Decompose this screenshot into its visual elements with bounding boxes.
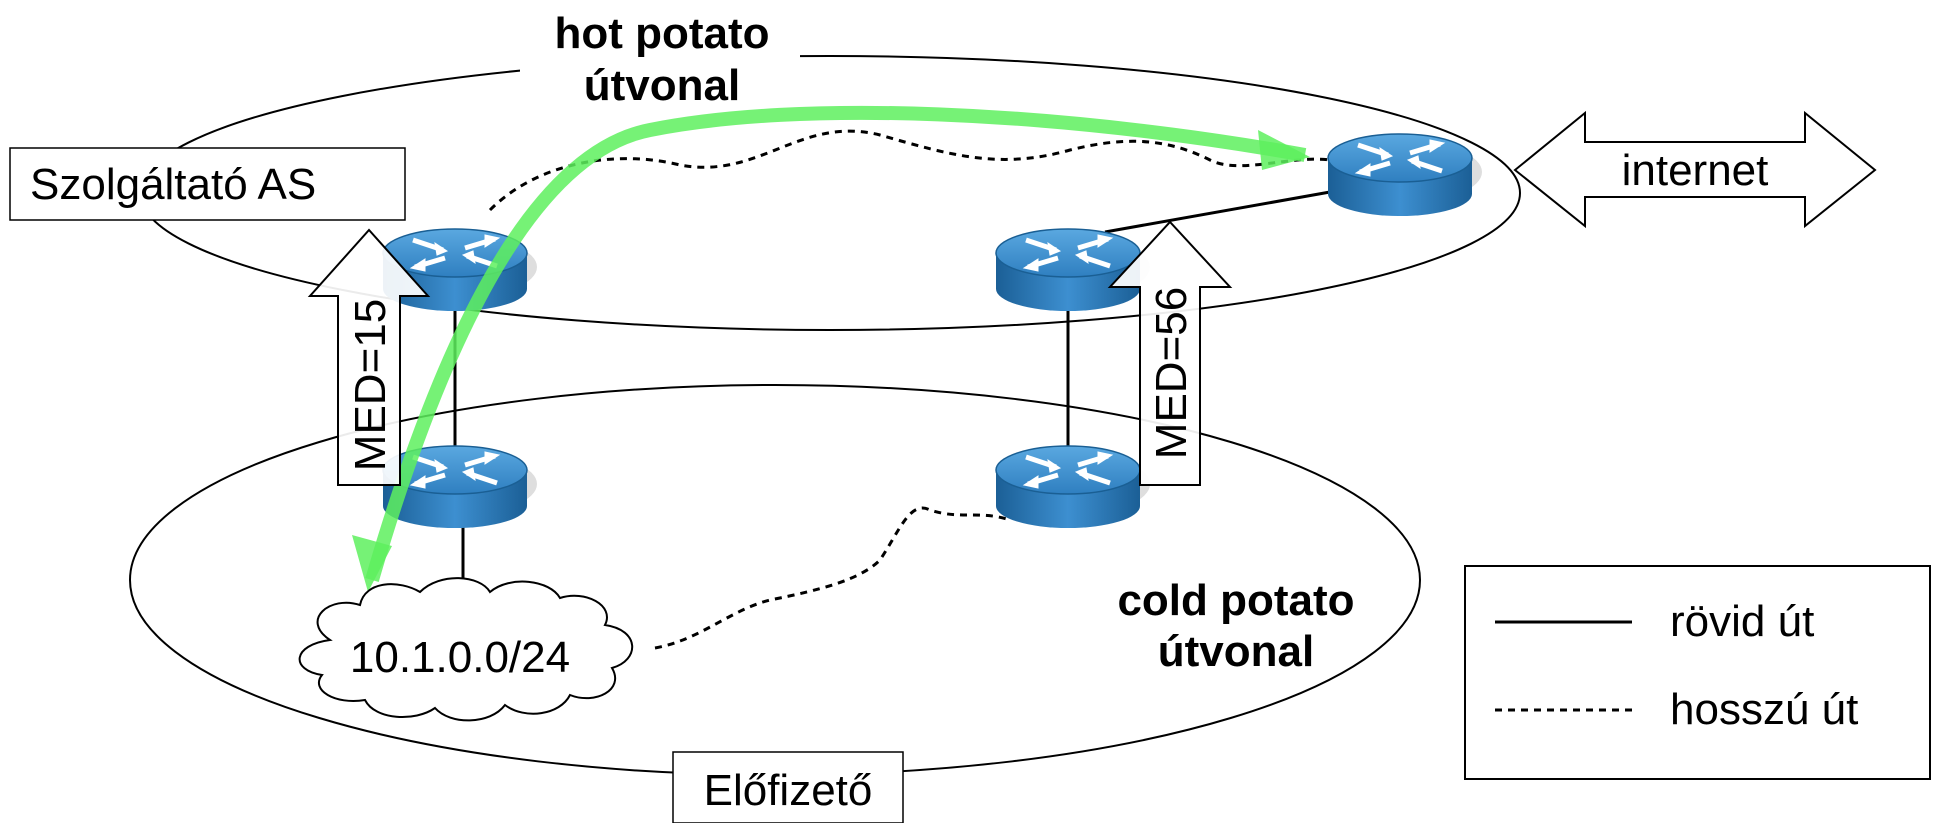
hot-path-arrowhead-top bbox=[1258, 130, 1310, 170]
med-right-arrow bbox=[1107, 220, 1233, 486]
link-right-to-border bbox=[1104, 190, 1331, 234]
med-left-arrow bbox=[307, 228, 431, 486]
router-subscriber-right bbox=[996, 446, 1150, 528]
med-right-label: MED=56 bbox=[1147, 287, 1196, 459]
hot-potato-path bbox=[365, 105, 1307, 582]
long-path-subscriber bbox=[654, 506, 1011, 650]
legend-long-label: hosszú út bbox=[1670, 685, 1858, 734]
hot-potato-title-line2: útvonal bbox=[584, 61, 740, 110]
hot-path-arrowhead-bottom bbox=[352, 535, 392, 592]
legend-box bbox=[1464, 565, 1931, 780]
internet-double-arrow bbox=[1513, 110, 1877, 229]
router-border-internet bbox=[1328, 134, 1482, 216]
long-path-provider bbox=[488, 129, 1331, 212]
cold-potato-title-line2: útvonal bbox=[1158, 627, 1314, 676]
legend-short-label: rövid út bbox=[1670, 597, 1814, 646]
hot-potato-title-line1: hot potato bbox=[554, 9, 769, 58]
subscriber-label-box bbox=[672, 751, 904, 823]
provider-as-label: Szolgáltató AS bbox=[30, 160, 316, 209]
subscriber-label: Előfizető bbox=[704, 766, 873, 815]
provider-as-label-box bbox=[9, 147, 406, 221]
internet-label: internet bbox=[1622, 146, 1769, 195]
med-left-label: MED=15 bbox=[346, 299, 395, 471]
prefix-label: 10.1.0.0/24 bbox=[350, 633, 570, 682]
cold-potato-title-line1: cold potato bbox=[1117, 576, 1354, 625]
prefix-cloud bbox=[298, 577, 634, 722]
